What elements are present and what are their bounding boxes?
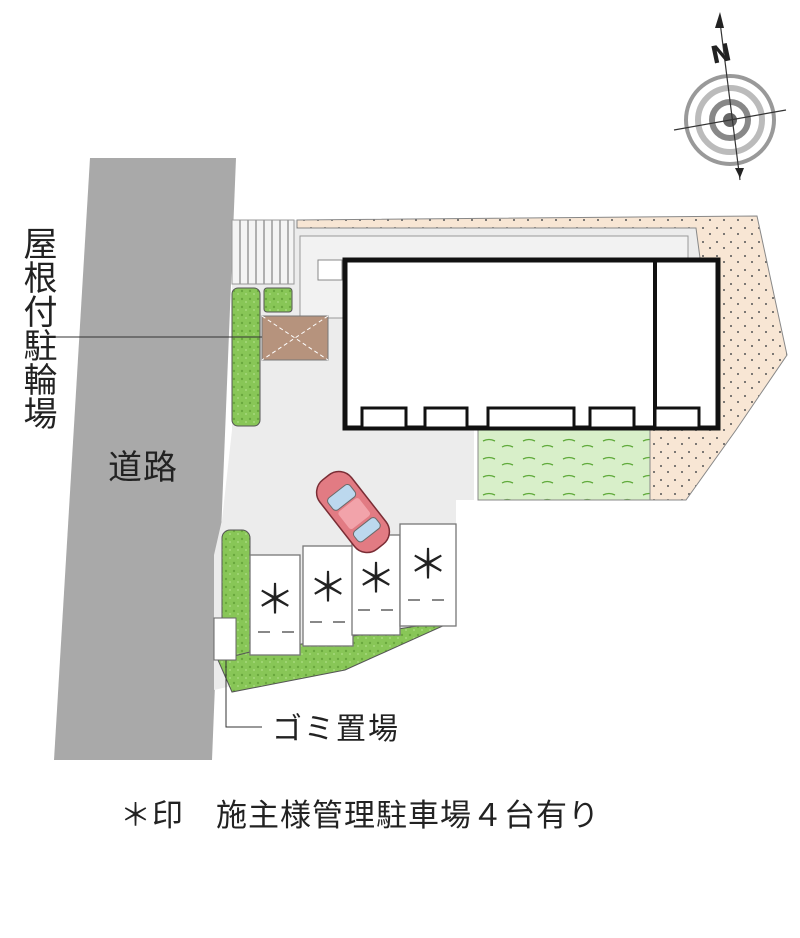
- garbage-area-label: ゴミ置場: [272, 712, 400, 747]
- garbage-leader-line: [225, 660, 262, 728]
- bicycle-parking: [261, 315, 329, 361]
- compass-rose-icon: [673, 12, 787, 181]
- parking-marks: ＊ ＊ ＊ ＊: [255, 542, 448, 623]
- parking-mark-2: ＊: [308, 565, 348, 611]
- parking-mark-1: ＊: [255, 577, 295, 623]
- entrance-step: [317, 259, 343, 281]
- road-label: 道路: [108, 448, 178, 488]
- parking-mark-4: ＊: [408, 542, 448, 588]
- parking-stops: [258, 599, 444, 633]
- road: [54, 158, 236, 760]
- building: [342, 257, 721, 431]
- parking-note: ＊印 施主様管理駐車場４台有り: [120, 798, 600, 834]
- building-balconies: [360, 406, 701, 430]
- stairs: [231, 219, 295, 285]
- parking-mark-3: ＊: [356, 556, 396, 602]
- parking-spaces: [249, 523, 457, 656]
- bicycle-parking-label: 屋根付駐輪場: [17, 226, 57, 430]
- car-icon: [315, 470, 391, 554]
- lawn-area: [477, 429, 651, 501]
- garbage-area: [213, 617, 237, 661]
